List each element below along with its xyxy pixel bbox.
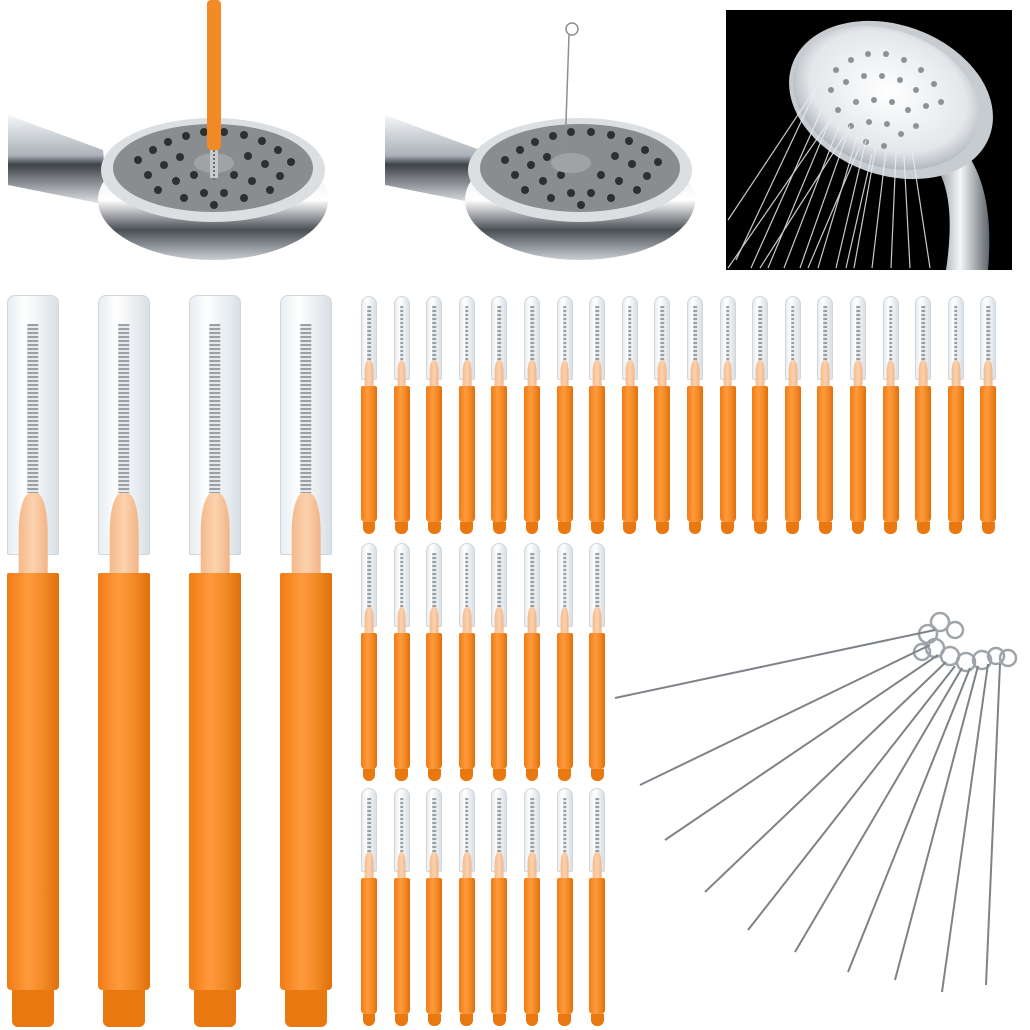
water-spray-icon — [726, 10, 1012, 270]
small-brush — [719, 296, 736, 534]
large-brush — [280, 295, 332, 1027]
large-brush — [98, 295, 150, 1027]
small-brush — [752, 296, 769, 534]
small-brush — [589, 296, 606, 534]
small-brush — [556, 788, 573, 1026]
small-brush — [491, 296, 508, 534]
showerhead-icon — [8, 0, 328, 260]
small-brush — [458, 543, 475, 781]
large-brush — [7, 295, 59, 1027]
small-brush — [524, 788, 540, 1026]
small-brush — [817, 296, 834, 534]
small-brush — [589, 788, 606, 1026]
small-brush — [393, 296, 410, 534]
small-brush — [621, 296, 638, 534]
small-brush — [393, 788, 410, 1026]
showerhead-with-needle-panel — [385, 0, 705, 270]
small-brush — [980, 296, 997, 534]
small-brush — [524, 296, 540, 534]
small-brush — [426, 788, 443, 1026]
small-brush — [850, 296, 866, 534]
small-brush — [524, 543, 540, 781]
small-brush — [458, 296, 475, 534]
small-brush — [491, 788, 508, 1026]
showerhead-with-brush-panel — [8, 0, 328, 270]
small-brush — [784, 296, 801, 534]
small-brush — [556, 543, 573, 781]
small-brush — [426, 543, 443, 781]
small-brush — [687, 296, 703, 534]
small-brush — [361, 296, 377, 534]
small-brush — [426, 296, 443, 534]
small-brush — [491, 543, 508, 781]
small-brush — [458, 788, 475, 1026]
small-brush — [393, 543, 410, 781]
small-brush — [654, 296, 671, 534]
showerhead-icon — [385, 22, 695, 260]
showerhead-water-spray-panel — [726, 10, 1012, 270]
small-brush — [361, 543, 377, 781]
small-brush — [947, 296, 964, 534]
small-brush — [556, 296, 573, 534]
large-brush — [189, 295, 241, 1027]
small-brush — [361, 788, 377, 1026]
small-brush — [589, 543, 606, 781]
needle-icon — [614, 611, 1018, 993]
small-brush — [915, 296, 932, 534]
small-brush — [882, 296, 899, 534]
cleaning-needle-set — [610, 600, 1025, 1000]
